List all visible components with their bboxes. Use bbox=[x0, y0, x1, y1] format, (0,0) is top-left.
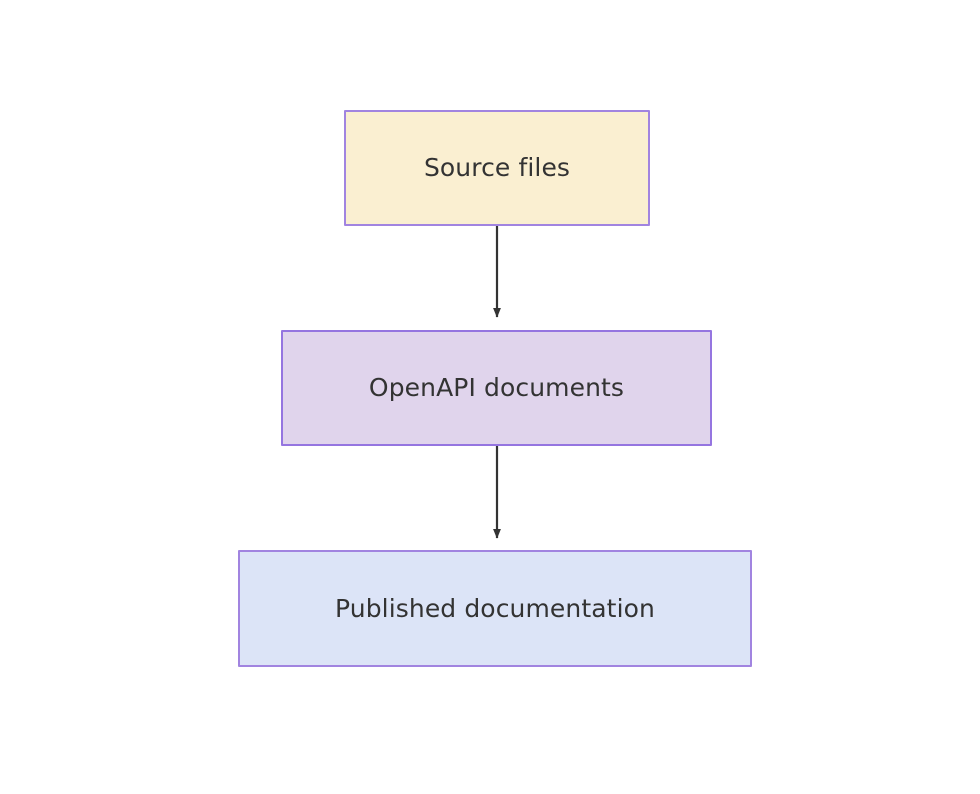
flow-node-source-files[interactable]: Source files bbox=[344, 110, 650, 226]
flow-node-openapi-documents[interactable]: OpenAPI documents bbox=[281, 330, 712, 446]
flow-node-label-published-documentation: Published documentation bbox=[335, 593, 655, 623]
flow-node-label-openapi-documents: OpenAPI documents bbox=[368, 373, 625, 402]
flow-node-published-documentation[interactable]: Published documentation bbox=[238, 550, 752, 667]
flow-node-label-source-files: Source files bbox=[423, 153, 571, 182]
